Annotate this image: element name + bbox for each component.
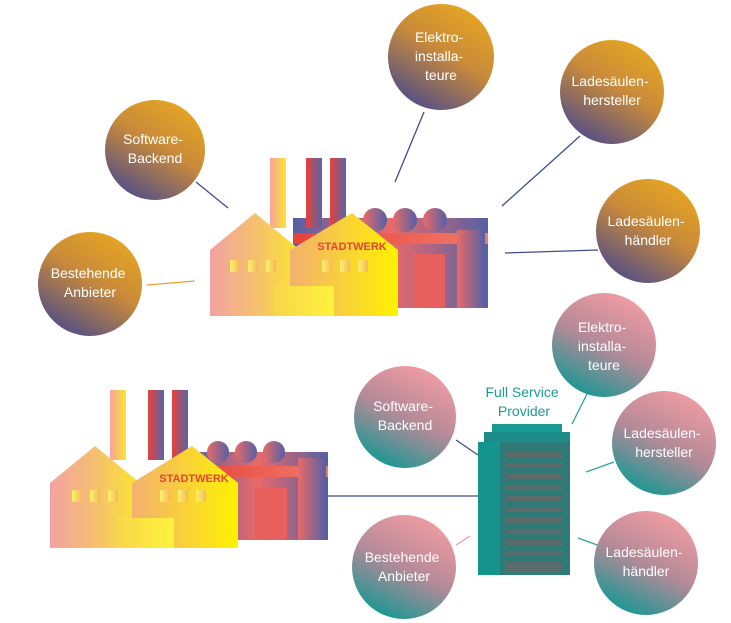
full-service-provider-building: Full Service Provider [478,384,570,575]
svg-text:Ladesäulen- hersteller: Ladesäulen- hersteller [624,425,705,460]
connector-bestehende-anbieter-bottom [455,535,471,546]
svg-text:Elektro- installa-: Elektro- installa- teure [578,319,630,373]
bubble-elektroinstallateure: Elektro- installa- teure [388,4,494,110]
svg-text:Bestehende Anbieter: Bestehende Anbieter [365,549,444,584]
factory-label-bottom: STADTWERK [159,473,229,485]
svg-text:Software- Backend: Software- Backend [373,398,437,433]
svg-text:Ladesäulen- händler: Ladesäulen- händler [606,544,687,579]
bubble-bestehende-anbieter: Bestehende Anbieter [38,232,142,336]
connector-software-backend [195,181,229,209]
svg-text:Bestehende Anbieter: Bestehende Anbieter [51,265,130,300]
svg-text:Ladesäulen- händler: Ladesäulen- händler [608,213,689,248]
connector-ladesaeulenhaendler [504,249,599,254]
connector-ladesaeulenhaendler-bottom [577,537,601,547]
factory-bottom: STADTWERK [50,390,328,548]
bottom-diagram: STADTWERK Full Service [50,293,716,619]
connector-elektroinstallateure [394,111,425,183]
top-diagram: STADTWERK Software- Backend Elektro- ins… [38,4,700,336]
provider-label: Full Service Provider [485,384,562,419]
bubble-ladesaeulenhaendler: Ladesäulen- händler [596,179,700,283]
bubble-software-backend-bottom: Software- Backend [354,366,456,468]
tower-floors [506,452,562,572]
svg-text:Ladesäulen- hersteller: Ladesäulen- hersteller [572,73,653,108]
factory-top: STADTWERK [210,158,488,316]
bubble-ladesaeulenhersteller-bottom: Ladesäulen- hersteller [612,391,716,495]
bubble-software-backend: Software- Backend [105,100,205,200]
svg-text:Elektro- installa-: Elektro- installa- teure [415,29,467,83]
bubble-ladesaeulenhaendler-bottom: Ladesäulen- händler [594,511,698,615]
connector-ladesaeulenhersteller [501,135,581,207]
connector-ladesaeulenhersteller-bottom [585,461,615,473]
connector-bestehende-anbieter [146,280,196,286]
connector-software-backend-bottom [455,439,479,456]
svg-text:Software- Backend: Software- Backend [123,131,187,166]
bubble-bestehende-anbieter-bottom: Bestehende Anbieter [352,515,456,619]
factory-label: STADTWERK [317,241,387,253]
connector-elektroinstallateure-bottom [571,391,589,425]
bubble-ladesaeulenhersteller: Ladesäulen- hersteller [560,40,664,144]
bubble-elektroinstallateure-bottom: Elektro- installa- teure [552,293,656,397]
